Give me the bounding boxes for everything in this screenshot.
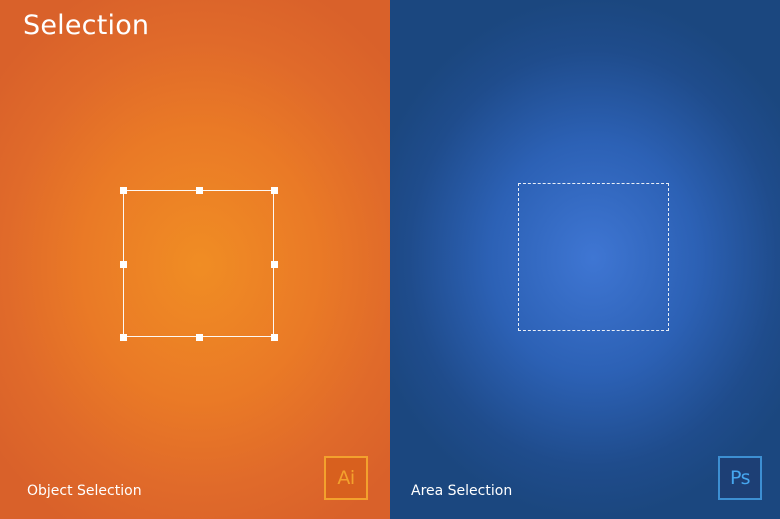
object-selection-caption: Object Selection	[27, 483, 142, 499]
selection-handle-top-center	[195, 186, 203, 194]
illustrator-logo-icon: Ai	[324, 456, 368, 500]
selection-handle-top-right	[270, 186, 278, 194]
selection-handle-bottom-left	[119, 333, 127, 341]
selection-handle-bottom-center	[195, 333, 203, 341]
selection-handle-middle-left	[119, 260, 127, 268]
marquee-selection-box	[518, 183, 669, 331]
area-selection-panel: Area Selection Ps	[390, 0, 780, 519]
illustrator-logo-text: Ai	[337, 467, 355, 489]
object-selection-panel: Selection Object Selection Ai	[0, 0, 390, 519]
photoshop-logo-text: Ps	[729, 467, 751, 489]
object-bounding-box	[123, 190, 274, 337]
selection-handle-bottom-right	[270, 333, 278, 341]
selection-handle-middle-right	[270, 260, 278, 268]
photoshop-logo-icon: Ps	[718, 456, 762, 500]
selection-handle-top-left	[119, 186, 127, 194]
page-title: Selection	[23, 10, 150, 41]
area-selection-caption: Area Selection	[411, 483, 513, 499]
